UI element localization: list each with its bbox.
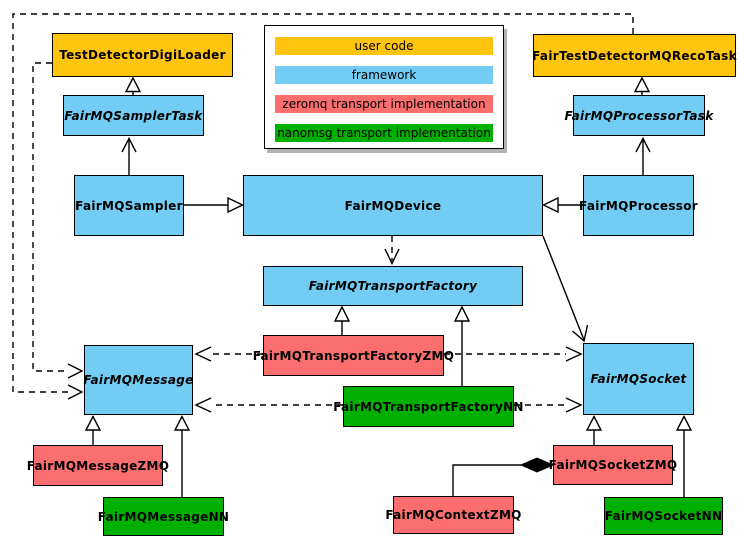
legend-item-framework: framework [275,66,493,84]
node-label: FairMQMessageNN [97,509,230,524]
edge-digiloader-depends-message [32,62,84,379]
legend-label: zeromq transport implementation [282,97,486,111]
edge-tfzmq-depends-message [194,346,263,362]
edge-processor-inherits-device [541,196,583,214]
node-fairmqdevice: FairMQDevice [243,175,543,236]
legend-item-user-code: user code [275,37,493,55]
node-fairmqtransportfactory: FairMQTransportFactory [263,266,523,306]
legend-item-zeromq: zeromq transport implementation [275,95,493,113]
legend-label: nanomsg transport implementation [277,126,491,140]
edge-tfnn-depends-message [194,397,343,413]
node-label: FairMQSocketZMQ [548,458,678,472]
edge-contextzmq-composition-socketzmq [452,457,555,496]
edge-sampler-arrow-samplertask [121,136,137,175]
node-label: FairTestDetectorMQRecoTask [532,48,737,63]
node-label: FairMQSamplerTask [64,108,203,123]
node-label: FairMQMessage [83,373,194,387]
node-label: FairMQTransportFactory [308,279,478,293]
node-fairmqtransportfactorynn: FairMQTransportFactoryNN [333,386,523,427]
edge-samplertask-inherits-digiloader [124,76,142,95]
legend-item-nanomsg: nanomsg transport implementation [275,124,493,142]
edge-device-arrow-socket [542,235,589,343]
node-fairmqsamplertask: FairMQSamplerTask [63,95,204,136]
edge-processor-arrow-processortask [635,136,651,175]
node-label: FairMQMessageZMQ [26,458,170,473]
node-label: FairMQSocket [590,372,687,386]
edge-messagezmq-inherits-message [84,414,102,445]
legend-label: user code [354,39,414,53]
legend-label: framework [351,68,417,82]
edge-sampler-inherits-device [184,196,245,214]
node-fairmqcontextzmq: FairMQContextZMQ [385,496,521,534]
node-label: FairMQSampler [75,198,183,213]
edge-tfnn-inherits-transportfactory [453,305,471,386]
edge-device-depends-transportfactory [384,236,400,266]
node-fairmqmessagezmq: FairMQMessageZMQ [27,445,169,486]
node-label: FairMQTransportFactoryZMQ [252,348,455,363]
node-fairmqsocket: FairMQSocket [583,343,694,415]
edge-socketzmq-inherits-socket [585,414,603,445]
node-fairmqtransportfactoryzmq: FairMQTransportFactoryZMQ [253,335,454,376]
node-label: FairMQProcessorTask [564,108,714,123]
node-fairmqsocketzmq: FairMQSocketZMQ [549,445,677,485]
node-label: FairMQProcessor [579,198,698,213]
node-fairmqprocessortask: FairMQProcessorTask [564,95,713,136]
edge-socketnn-inherits-socket [675,414,693,497]
node-label: FairMQDevice [344,198,442,213]
edge-tfzmq-inherits-transportfactory [333,305,351,335]
edge-tfnn-depends-socket [514,397,583,413]
node-testdetectordigiloader: TestDetectorDigiLoader [52,33,233,77]
node-label: FairMQTransportFactoryNN [333,399,524,414]
node-fairmqsampler: FairMQSampler [74,175,184,236]
node-label: FairMQSocketNN [604,509,723,523]
node-fairmqsocketnn: FairMQSocketNN [604,497,723,535]
node-label: FairMQContextZMQ [385,508,522,522]
edge-processortask-inherits-recotask [633,76,651,95]
edge-tfzmq-depends-socket [444,346,583,362]
node-fairmqmessagenn: FairMQMessageNN [98,497,229,536]
legend-box: user code framework zeromq transport imp… [264,25,504,149]
node-fairmqprocessor: FairMQProcessor [579,175,698,236]
node-fairmqmessage: FairMQMessage [83,345,194,415]
node-label: TestDetectorDigiLoader [59,48,226,62]
edge-messagenn-inherits-message [173,414,191,497]
node-fairtestdetectormqrecotask: FairTestDetectorMQRecoTask [532,34,737,77]
edge-recotask-depends-message [12,13,634,400]
